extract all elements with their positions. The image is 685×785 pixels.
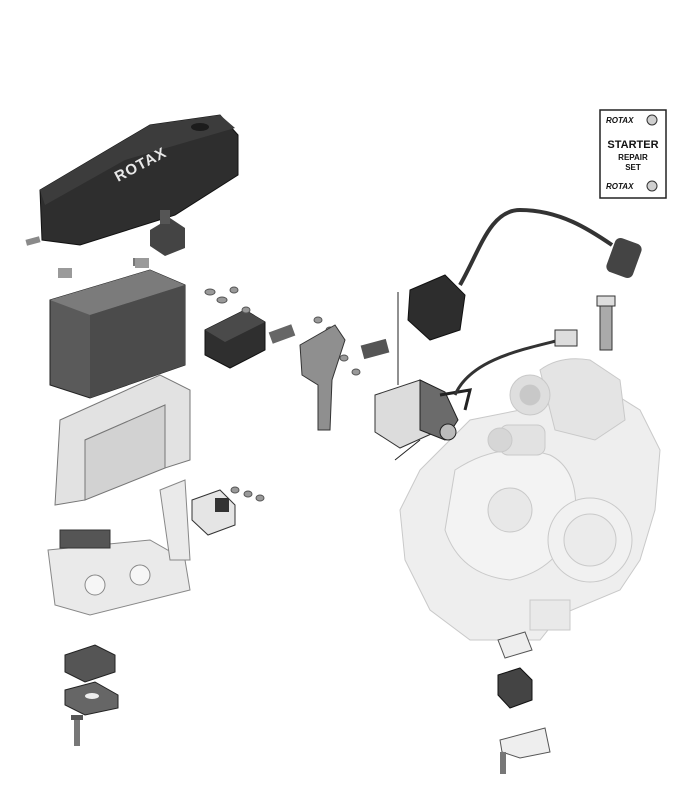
mounting-bracket <box>299 324 346 431</box>
engine-block <box>399 358 661 641</box>
card-line-2: REPAIR <box>618 153 648 162</box>
sensor-bolt <box>500 752 506 774</box>
ignition-coil <box>407 274 466 341</box>
card-brand-top: ROTAX <box>606 116 634 125</box>
sensor-cable <box>453 338 561 396</box>
starter-relay <box>204 309 266 369</box>
battery <box>49 258 186 399</box>
relay-connector <box>268 324 296 344</box>
battery-cover: ROTAX <box>39 114 239 246</box>
sensor-bracket <box>499 727 551 759</box>
hv-cable <box>458 207 614 286</box>
clamp-bolt <box>71 715 83 746</box>
washer-set-a <box>204 286 251 314</box>
spark-plug <box>596 295 616 351</box>
sensor-connector <box>554 329 578 347</box>
repair-set-card: ROTAX STARTER REPAIR SET ROTAX <box>599 109 667 199</box>
gasket <box>497 631 533 659</box>
battery-tray <box>47 479 191 616</box>
card-brand-bottom: ROTAX <box>606 182 634 191</box>
clamp-lower <box>64 681 119 716</box>
clamp-upper <box>64 644 116 683</box>
cable-connector <box>360 338 390 360</box>
card-line-3: SET <box>625 163 641 172</box>
washer-set-c <box>230 486 265 502</box>
cover-screw <box>25 236 41 246</box>
battery-retainer <box>54 374 191 506</box>
card-title: STARTER <box>607 139 658 151</box>
guide-lines <box>394 292 421 461</box>
starter-motor <box>374 379 473 449</box>
pickup-sensor <box>497 667 533 709</box>
spark-plug-cap <box>606 237 642 279</box>
small-relay <box>191 489 236 536</box>
